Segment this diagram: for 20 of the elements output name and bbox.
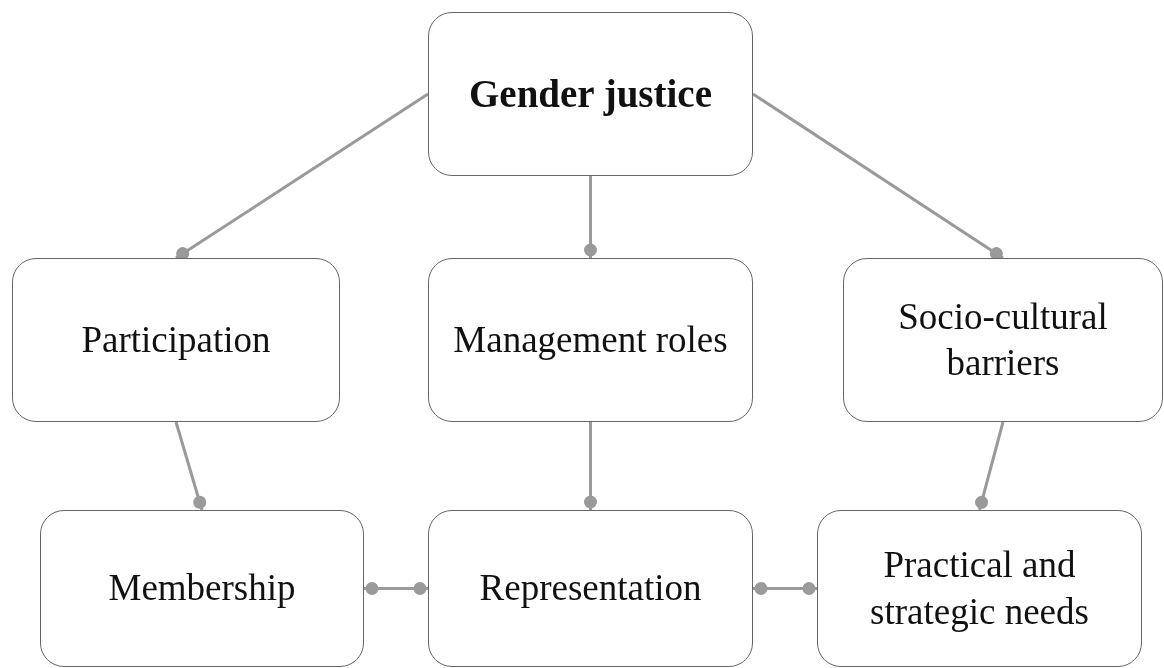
concept-box: [12, 258, 340, 422]
concept-box: [428, 510, 753, 667]
concept-label: Gender justice: [469, 70, 712, 118]
connector: [584, 422, 597, 510]
concept-label: Representation: [479, 566, 702, 611]
connector: [364, 582, 428, 595]
concept-label: Practical and strategic needs: [869, 543, 1090, 634]
concept-box: [817, 510, 1142, 667]
root-concept-box: [428, 12, 753, 176]
concept-label: Participation: [81, 317, 271, 362]
concept-box: [40, 510, 364, 667]
connector: [753, 582, 817, 595]
connector: [174, 421, 207, 511]
concept-label: Membership: [108, 566, 296, 611]
connector: [975, 421, 1005, 511]
concept-box: [843, 258, 1163, 422]
concept-box: [428, 258, 753, 422]
connector: [584, 176, 597, 258]
concept-label: Socio-cultural barriers: [897, 294, 1109, 385]
concept-label: Management roles: [453, 317, 728, 362]
